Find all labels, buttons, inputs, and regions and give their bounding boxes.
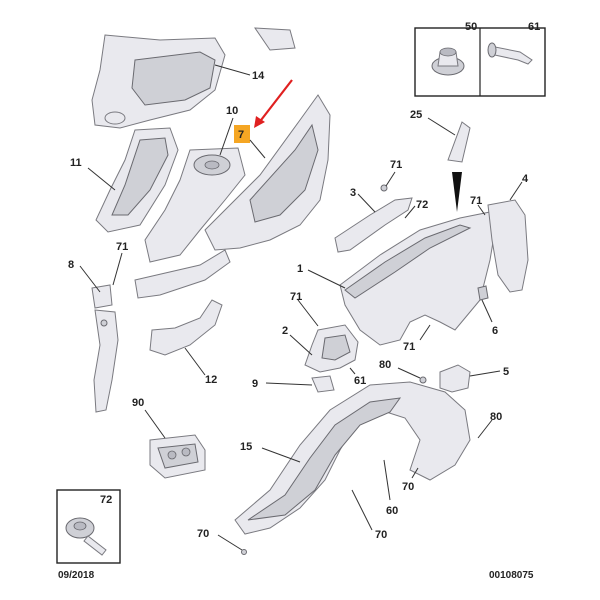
part-71c-label: 71 bbox=[470, 195, 482, 207]
part-1-label: 1 bbox=[297, 263, 303, 275]
box-61-label: 61 bbox=[528, 21, 540, 33]
part-80b-label: 80 bbox=[490, 411, 502, 423]
part-12-shape bbox=[149, 299, 223, 356]
part-71a-leader bbox=[112, 252, 123, 286]
inset-box-72 bbox=[56, 489, 121, 564]
part-11-leader bbox=[87, 167, 116, 191]
part-9-label: 9 bbox=[252, 378, 258, 390]
part-25-label: 25 bbox=[410, 109, 422, 121]
box-72-label: 72 bbox=[100, 494, 112, 506]
part-61-leader bbox=[349, 367, 356, 375]
part-90-leader bbox=[144, 409, 166, 439]
box-50-label: 50 bbox=[465, 21, 477, 33]
part-8-leader bbox=[79, 265, 101, 293]
part-4-label: 4 bbox=[522, 173, 529, 185]
part-2-shape bbox=[304, 324, 359, 373]
part-61-label: 61 bbox=[354, 375, 366, 387]
part-25-shape bbox=[447, 121, 471, 212]
part-2-leader bbox=[289, 334, 313, 356]
part-9-shape bbox=[311, 375, 335, 393]
part-72-label: 72 bbox=[416, 199, 428, 211]
part-5-leader bbox=[469, 370, 501, 377]
part-71b-label: 71 bbox=[390, 159, 402, 171]
part-71e-leader bbox=[297, 299, 319, 327]
part-80a-leader bbox=[397, 367, 421, 379]
part-4-leader bbox=[509, 181, 523, 201]
part-80a-label: 80 bbox=[379, 359, 391, 371]
part-70c-leader bbox=[217, 534, 243, 551]
part-60-label: 60 bbox=[386, 505, 398, 517]
part-6-label: 6 bbox=[492, 325, 498, 337]
part-71c-leader bbox=[477, 204, 486, 216]
part-10-shape bbox=[144, 147, 246, 263]
part-71b-leader bbox=[385, 171, 396, 187]
part-14-label: 14 bbox=[252, 70, 265, 82]
part-11-label: 11 bbox=[70, 157, 82, 169]
part-8-shape bbox=[91, 284, 119, 413]
part-90-label: 90 bbox=[132, 397, 144, 409]
part-12-leader bbox=[184, 347, 206, 376]
part-71e-label: 71 bbox=[290, 291, 302, 303]
footer-date: 09/2018 bbox=[58, 570, 95, 581]
part-90-shape bbox=[149, 434, 206, 479]
part-10-leader bbox=[219, 117, 234, 156]
part-70c-label: 70 bbox=[197, 528, 209, 540]
part-70a-label: 70 bbox=[402, 481, 414, 493]
part-71d-leader bbox=[419, 324, 431, 341]
part-9-leader bbox=[265, 382, 313, 386]
part-14-shape bbox=[91, 27, 296, 129]
part-70b-label: 70 bbox=[375, 529, 387, 541]
part-1-shape bbox=[339, 211, 496, 346]
part-7-highlight bbox=[234, 125, 250, 143]
screw-72-icon bbox=[65, 517, 107, 556]
part-25-leader bbox=[427, 117, 456, 136]
part-7-shape bbox=[134, 94, 331, 299]
part-70b-leader bbox=[351, 489, 373, 531]
part-15-label: 15 bbox=[240, 441, 252, 453]
part-2-label: 2 bbox=[282, 325, 288, 337]
part-60-leader bbox=[383, 459, 391, 501]
part-15-shape bbox=[234, 381, 471, 535]
part-71a-label: 71 bbox=[116, 241, 128, 253]
part-5-shape bbox=[419, 364, 471, 393]
part-10-label: 10 bbox=[226, 105, 238, 117]
part-6-shape bbox=[477, 285, 489, 301]
part-7-label: 7 bbox=[238, 129, 244, 141]
part-11-shape bbox=[95, 127, 179, 233]
part-3-shape bbox=[334, 184, 413, 253]
nut-50-icon bbox=[431, 47, 465, 76]
rivet-61-icon bbox=[487, 42, 533, 65]
part-5-label: 5 bbox=[503, 366, 509, 378]
part-15-leader bbox=[261, 447, 301, 463]
part-6-leader bbox=[481, 299, 493, 323]
footer-reference: 00108075 bbox=[489, 570, 534, 581]
part-71d-label: 71 bbox=[403, 341, 415, 353]
part-1-leader bbox=[307, 269, 346, 289]
inset-box-50-61 bbox=[414, 27, 546, 97]
part-4-shape bbox=[487, 199, 529, 293]
part-72-leader bbox=[404, 205, 416, 219]
red-arrow-icon bbox=[254, 79, 293, 128]
part-7-leader bbox=[249, 139, 266, 159]
part-80b-leader bbox=[477, 419, 493, 439]
part-12-label: 12 bbox=[205, 374, 217, 386]
part-8-label: 8 bbox=[68, 259, 74, 271]
part-3-leader bbox=[357, 193, 376, 213]
part-14-leader bbox=[214, 64, 251, 76]
part-3-label: 3 bbox=[350, 187, 356, 199]
part-70a-leader bbox=[411, 467, 419, 479]
